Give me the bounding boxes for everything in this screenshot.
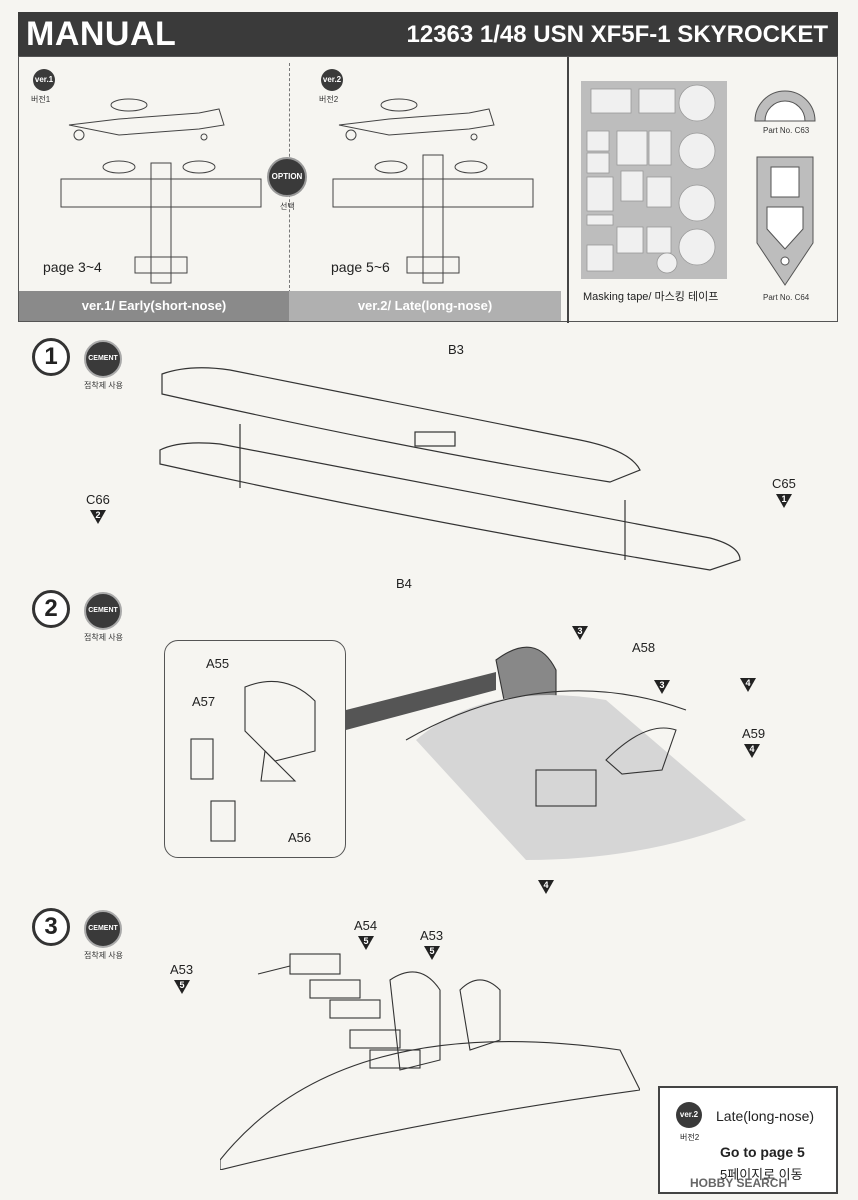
version-selection-box: ver.1 버전1 ver.2 버전2 OPTION 선택 page 3~4 p… <box>18 56 838 323</box>
a53-left-ref-marker <box>174 980 190 994</box>
c65-ref-number: 1 <box>781 494 787 504</box>
watermark: HOBBY SEARCH <box>690 1176 788 1190</box>
ver1-korean: 버전1 <box>31 95 51 104</box>
ver1-aircraft-drawing <box>60 98 262 284</box>
header-bar: MANUAL 12363 1/48 USN XF5F-1 SKYROCKET <box>18 12 838 56</box>
c63-mask-diagram <box>754 90 816 122</box>
masking-label: Masking tape/ 마스킹 테이프 <box>583 291 719 303</box>
masking-shapes <box>586 84 716 274</box>
product-title: 12363 1/48 USN XF5F-1 SKYROCKET <box>406 21 829 48</box>
a54-ref-marker <box>358 936 374 950</box>
callout-title: Late(long-nose) <box>716 1108 815 1124</box>
part-a59-label: A59 <box>742 726 766 741</box>
part-c64-label: Part No. C64 <box>763 293 810 302</box>
manual-title: MANUAL <box>26 15 177 53</box>
callout-ver2-korean: 버전2 <box>680 1133 700 1142</box>
callout-ver2-badge: ver.2 <box>676 1102 702 1128</box>
step-1-wing-drawing <box>159 367 741 571</box>
step-2-instrument-panel-inset <box>164 640 346 858</box>
ver2-badge: ver.2 <box>321 69 343 91</box>
panel-ref-number: 3 <box>577 626 583 636</box>
c66-ref-marker <box>90 510 106 524</box>
part-c66-label: C66 <box>86 492 110 507</box>
ver2-goto-callout: ver.2 버전2 Late(long-nose) Go to page 5 5… <box>658 1086 838 1194</box>
step-1-number: 1 <box>32 338 70 376</box>
part-c63-label: Part No. C63 <box>763 126 810 135</box>
ver2-korean: 버전2 <box>319 95 339 104</box>
floor-ref-marker <box>538 880 554 894</box>
a53-left-ref-number: 5 <box>179 980 185 990</box>
step-3-cement-icon: CEMENT <box>84 910 122 948</box>
c65-ref-marker <box>776 494 792 508</box>
mask-section-divider <box>567 57 569 323</box>
ver2-page-label: page 5~6 <box>331 259 390 275</box>
step-3-guns-drawing <box>220 953 640 1170</box>
panel-ref-marker <box>572 626 588 640</box>
a59-ref-number: 4 <box>749 744 755 754</box>
ver1-page-label: page 3~4 <box>43 259 102 275</box>
part-a53-right-label: A53 <box>420 928 444 943</box>
step-2-cement-icon: CEMENT <box>84 592 122 630</box>
step-1-cement-korean: 접착제 사용 <box>84 381 124 390</box>
a53-right-ref-number: 5 <box>429 946 435 956</box>
masking-tape-sheet <box>581 81 727 279</box>
option-korean: 선택 <box>280 202 295 211</box>
c64-mask-diagram <box>756 156 814 286</box>
step-3-cement-korean: 접착제 사용 <box>84 951 124 960</box>
part-a55-label: A55 <box>206 656 230 671</box>
ver1-badge: ver.1 <box>33 69 55 91</box>
a58-ref-number: 3 <box>659 680 665 690</box>
option-button[interactable]: OPTION <box>267 157 307 197</box>
part-a54-label: A54 <box>354 918 378 933</box>
seat-ref-marker <box>740 678 756 692</box>
goto-page-korean: 5페이지로 이동 <box>720 1167 803 1182</box>
step-2-cement-korean: 접착제 사용 <box>84 633 124 642</box>
inset-parts-drawing <box>190 680 316 842</box>
masking-section: Masking tape/ 마스킹 테이프 Part No. C63 Part … <box>569 57 837 321</box>
ver1-bar: ver.1/ Early(short-nose) <box>19 291 289 321</box>
part-a56-label: A56 <box>288 830 312 845</box>
step-1-cement-icon: CEMENT <box>84 340 122 378</box>
part-b3-label: B3 <box>448 342 464 357</box>
a54-ref-number: 5 <box>363 936 369 946</box>
seat-ref-number: 4 <box>745 678 751 688</box>
c66-ref-number: 2 <box>95 510 101 520</box>
part-a57-label: A57 <box>192 694 216 709</box>
step-2-cockpit-drawing <box>346 646 746 860</box>
part-b4-label: B4 <box>396 576 412 591</box>
ver2-aircraft-drawing <box>332 98 534 284</box>
step-2-number: 2 <box>32 590 70 628</box>
ver2-bar: ver.2/ Late(long-nose) <box>289 291 561 321</box>
a59-ref-marker <box>744 744 760 758</box>
step-3-number: 3 <box>32 908 70 946</box>
a58-ref-marker <box>654 680 670 694</box>
floor-ref-number: 4 <box>543 880 549 890</box>
part-a53-left-label: A53 <box>170 962 194 977</box>
goto-page-link[interactable]: Go to page 5 <box>720 1144 805 1160</box>
part-c65-label: C65 <box>772 476 796 491</box>
part-a58-label: A58 <box>632 640 656 655</box>
a53-right-ref-marker <box>424 946 440 960</box>
